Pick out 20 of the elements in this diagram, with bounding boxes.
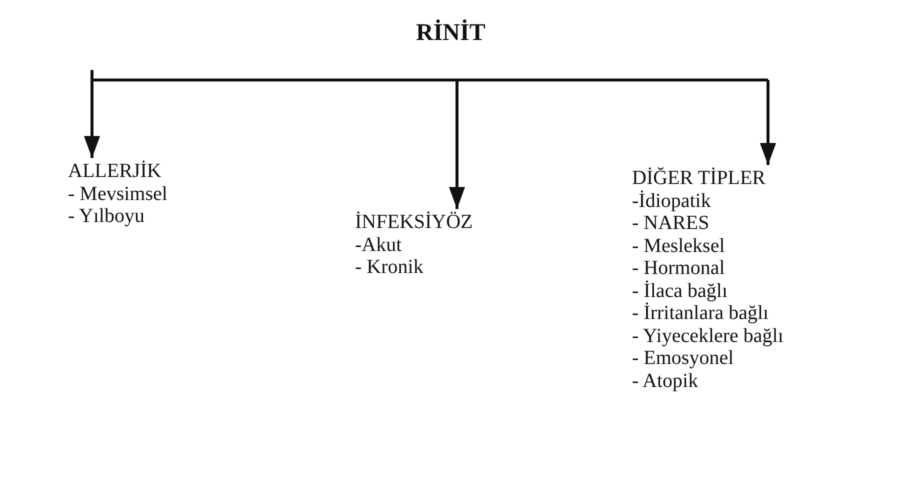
list-item: - Kronik bbox=[355, 256, 424, 278]
list-item: -İdiopatik bbox=[632, 190, 712, 212]
list-item: - Atopik bbox=[632, 370, 700, 392]
list-item: - Yılboyu bbox=[68, 205, 146, 228]
arrow bbox=[448, 80, 466, 209]
list-item: - Mesleksel bbox=[632, 234, 726, 257]
list-item: - Emosyonel bbox=[632, 347, 735, 370]
category-heading: ALLERJİK bbox=[68, 160, 162, 182]
category-heading: İNFEKSİYÖZ bbox=[355, 211, 473, 234]
category-heading: DİĞER TİPLER bbox=[632, 167, 767, 190]
arrow bbox=[84, 80, 100, 158]
title: RİNİT bbox=[416, 18, 486, 48]
list-item: - Yiyeceklere bağlı bbox=[632, 324, 784, 347]
list-item: - İlaca bağlı bbox=[632, 280, 728, 302]
arrow bbox=[760, 80, 776, 165]
list-item: - NARES bbox=[632, 212, 710, 234]
list-item: -Akut bbox=[355, 234, 403, 256]
list-item: - Mevsimsel bbox=[68, 182, 168, 205]
list-item: - Hormonal bbox=[632, 257, 726, 280]
list-item: - İrritanlara bağlı bbox=[632, 302, 770, 324]
